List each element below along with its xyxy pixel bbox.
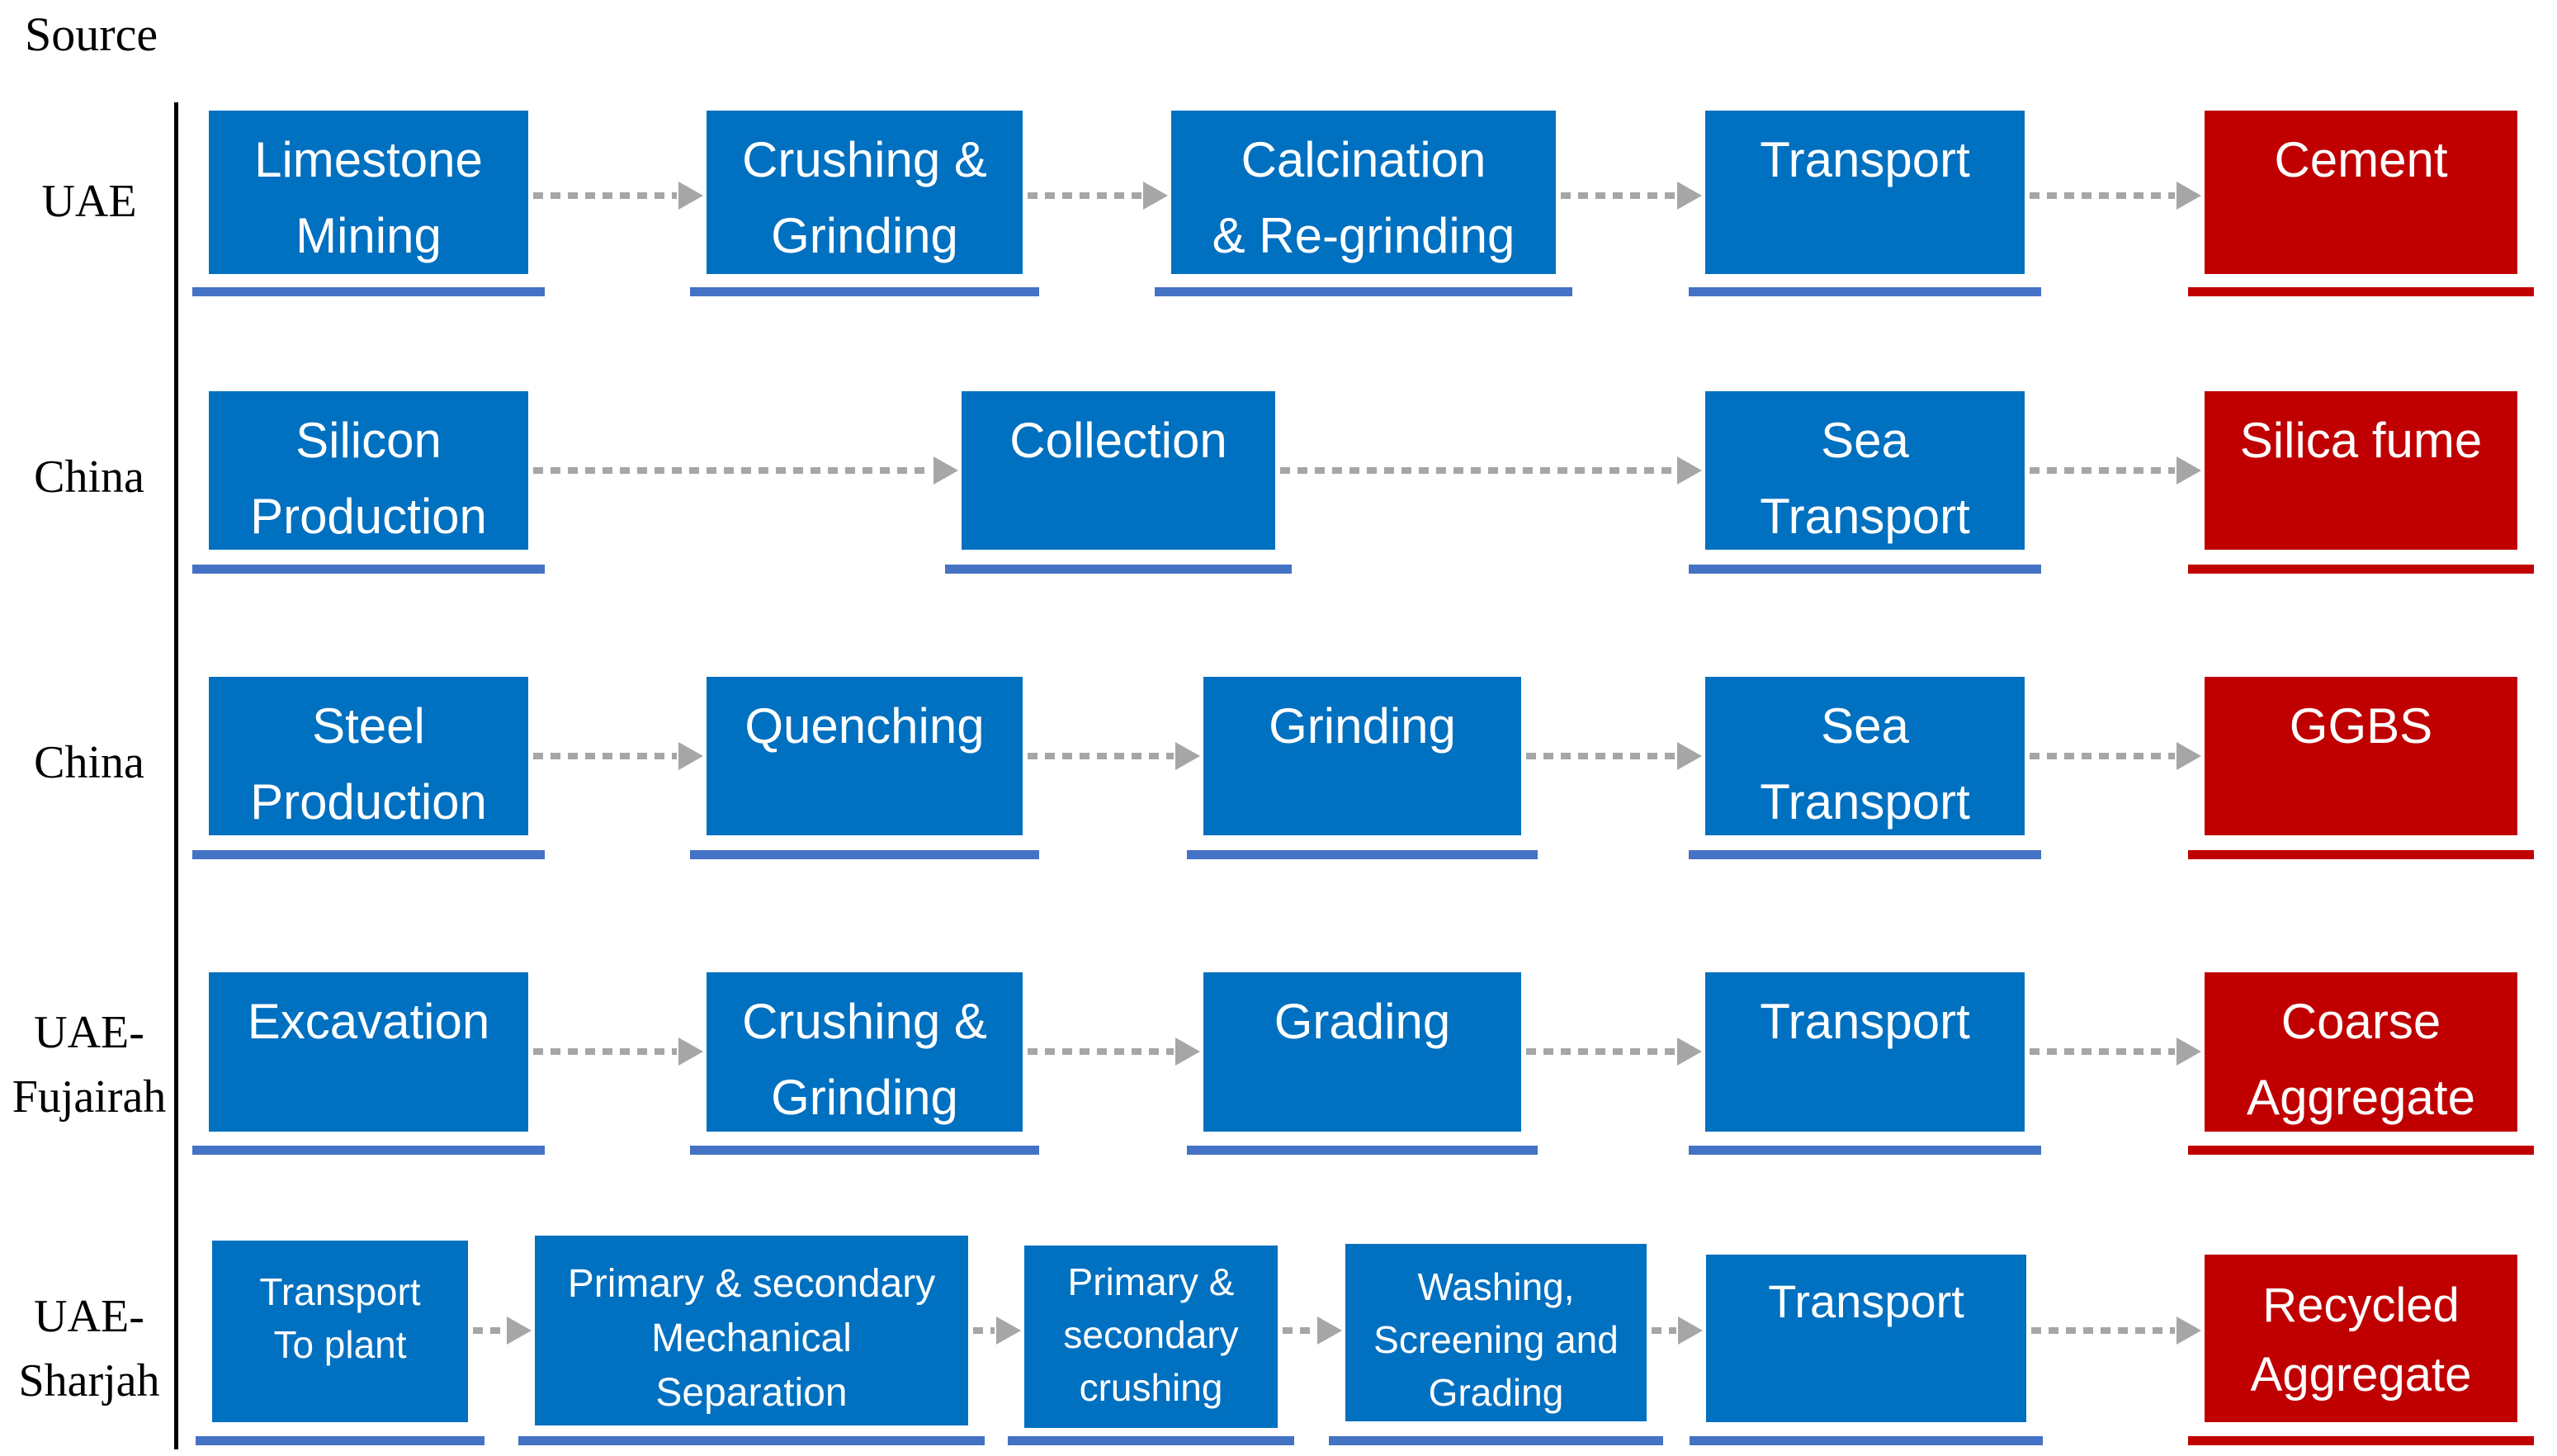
box-underline [1689, 287, 2041, 296]
flow-arrow [2031, 1317, 2201, 1345]
flow-arrow [2030, 1038, 2201, 1066]
source-column-title: Source [25, 7, 158, 61]
source-label-uae-sharjah: UAE- Sharjah [18, 1291, 160, 1406]
source-label-china-2: China [34, 737, 144, 788]
box-sea-transport-2: Sea Transport [1705, 677, 2025, 835]
box-underline [192, 850, 545, 859]
box-crushing-grinding-2: Crushing & Grinding [707, 972, 1023, 1132]
box-underline [690, 287, 1039, 296]
box-recycled-aggregate: Recycled Aggregate [2205, 1255, 2517, 1422]
box-transport-to-plant: Transport To plant [212, 1241, 468, 1422]
box-underline [192, 565, 545, 574]
box-underline [1690, 1436, 2043, 1445]
flow-arrow [973, 1317, 1021, 1345]
flow-arrow [1526, 1038, 1702, 1066]
box-transport-3: Transport [1706, 1255, 2026, 1422]
box-underline [690, 850, 1039, 859]
flow-arrow [2030, 742, 2201, 770]
flow-arrow [533, 456, 958, 485]
box-limestone-mining: Limestone Mining [209, 111, 528, 274]
flow-arrow [1028, 1038, 1200, 1066]
box-underline [1689, 565, 2041, 574]
box-steel-production: Steel Production [209, 677, 528, 835]
box-underline [2188, 287, 2534, 296]
box-mechanical-separation: Primary & secondary Mechanical Separatio… [535, 1236, 968, 1425]
box-excavation: Excavation [209, 972, 528, 1132]
box-underline [192, 1146, 545, 1155]
box-underline [2188, 850, 2534, 859]
flow-arrow [2030, 456, 2201, 485]
box-silica-fume: Silica fume [2205, 391, 2517, 550]
box-underline [1008, 1436, 1294, 1445]
box-quenching: Quenching [707, 677, 1023, 835]
source-label-china-1: China [34, 451, 144, 503]
box-underline [192, 287, 545, 296]
box-cement: Cement [2205, 111, 2517, 274]
box-calcination-regrinding: Calcination & Re-grinding [1171, 111, 1556, 274]
box-coarse-aggregate: Coarse Aggregate [2205, 972, 2517, 1132]
source-label-uae: UAE [41, 176, 137, 227]
box-transport-2: Transport [1705, 972, 2025, 1132]
box-collection: Collection [962, 391, 1275, 550]
box-sea-transport-1: Sea Transport [1705, 391, 2025, 550]
flow-arrow [2030, 182, 2201, 210]
box-primary-secondary-crushing: Primary & secondary crushing [1024, 1246, 1278, 1428]
flow-arrow [1561, 182, 1702, 210]
box-grading: Grading [1203, 972, 1521, 1132]
box-crushing-grinding-1: Crushing & Grinding [707, 111, 1023, 274]
box-washing-screening-grading: Washing, Screening and Grading [1345, 1244, 1647, 1421]
box-underline [1689, 850, 2041, 859]
box-underline [690, 1146, 1039, 1155]
box-grinding: Grinding [1203, 677, 1521, 835]
source-divider-line [174, 102, 178, 1449]
flow-arrow [1526, 742, 1702, 770]
flow-arrow [1280, 456, 1702, 485]
box-underline [1187, 850, 1538, 859]
box-silicon-production: Silicon Production [209, 391, 528, 550]
flow-arrow [1652, 1317, 1703, 1345]
box-underline [2188, 1436, 2534, 1445]
flow-arrow [473, 1317, 532, 1345]
box-underline [1187, 1146, 1538, 1155]
box-transport-1: Transport [1705, 111, 2025, 274]
box-underline [518, 1436, 985, 1445]
box-underline [1689, 1146, 2041, 1155]
box-ggbs: GGBS [2205, 677, 2517, 835]
box-underline [945, 565, 1292, 574]
box-underline [2188, 565, 2534, 574]
flow-arrow [1283, 1317, 1342, 1345]
flow-arrow [1028, 742, 1200, 770]
box-underline [196, 1436, 484, 1445]
source-label-uae-fujairah: UAE- Fujairah [12, 1007, 167, 1123]
box-underline [1155, 287, 1572, 296]
flow-arrow [1028, 182, 1168, 210]
flow-arrow [533, 1038, 703, 1066]
box-underline [1329, 1436, 1663, 1445]
flow-arrow [533, 182, 703, 210]
flow-arrow [533, 742, 703, 770]
box-underline [2188, 1146, 2534, 1155]
